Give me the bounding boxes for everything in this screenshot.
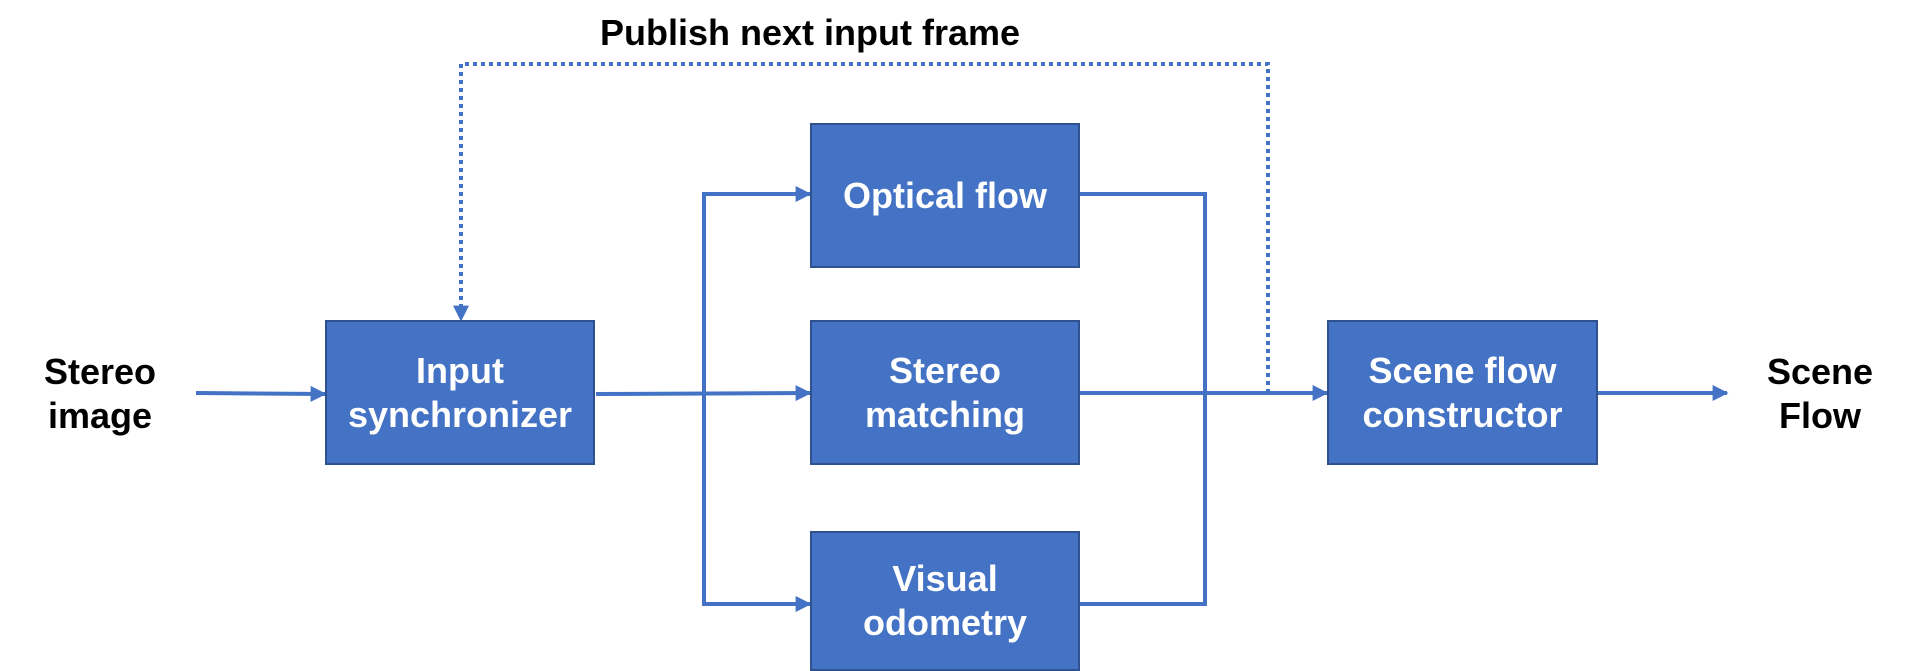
feedback-loop-dotted	[453, 62, 1270, 393]
input-label: Stereo image	[20, 348, 180, 440]
line-visual-odometry-merge	[1080, 393, 1207, 606]
node-scene-flow-constructor-line2: constructor	[1362, 393, 1563, 435]
output-label-line2: Flow	[1779, 395, 1861, 436]
feedback-label: Publish next input frame	[599, 12, 1021, 53]
node-visual-odometry-line1: Visual	[892, 558, 998, 599]
node-optical-flow-line1: Optical flow	[842, 174, 1047, 216]
node-visual-odometry-line2: odometry	[862, 602, 1028, 643]
node-input-synchronizer[interactable]: Input synchronizer	[325, 320, 595, 465]
arrow-branch-to-visual-odometry	[702, 394, 812, 612]
node-visual-odometry[interactable]: Visual odometry	[810, 531, 1080, 671]
node-stereo-matching[interactable]: Stereo matching	[810, 320, 1080, 465]
node-input-synchronizer-line2: synchronizer	[347, 393, 573, 435]
input-label-line1: Stereo	[43, 351, 157, 392]
node-stereo-matching-line1: Stereo	[888, 349, 1002, 391]
input-label-line2: image	[47, 395, 153, 436]
output-label-line1: Scene	[1766, 351, 1874, 392]
node-scene-flow-constructor-line1: Scene flow	[1368, 349, 1557, 391]
arrow-input-to-synchronizer	[195, 385, 327, 402]
node-optical-flow[interactable]: Optical flow	[810, 123, 1080, 268]
node-input-synchronizer-line1: Input	[416, 349, 504, 391]
node-stereo-matching-line2: matching	[864, 393, 1025, 435]
line-optical-flow-merge	[1080, 192, 1207, 393]
arrow-branch-to-optical-flow	[702, 186, 812, 394]
node-scene-flow-constructor[interactable]: Scene flow constructor	[1327, 320, 1598, 465]
output-label: Scene Flow	[1735, 348, 1905, 440]
